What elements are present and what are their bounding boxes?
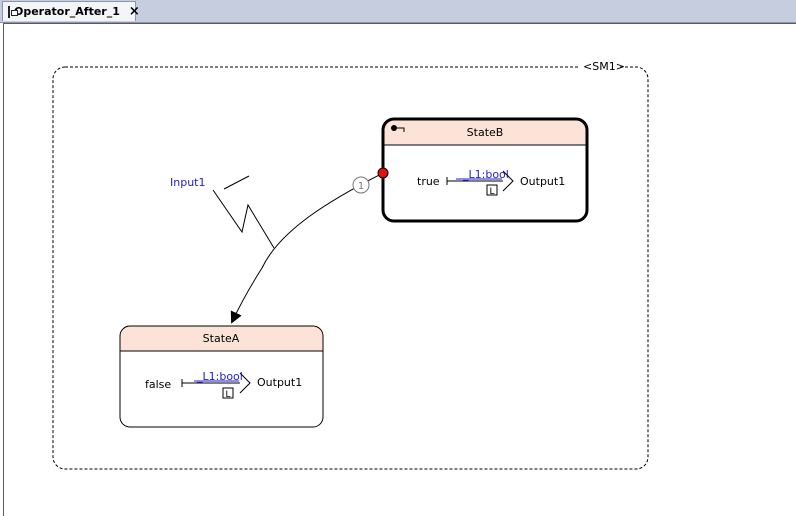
state-machine-label: <SM1> <box>583 60 625 73</box>
transition-b-to-a[interactable] <box>230 172 384 324</box>
state-a[interactable]: StateA false _L1:bool L Output1 <box>119 325 324 428</box>
state-a-local-flag: L <box>225 390 230 400</box>
tab-operator-after-1[interactable]: Operator_After_1 × <box>2 1 140 21</box>
tab-label: Operator_After_1 <box>14 5 120 18</box>
state-machine-sm1[interactable] <box>52 66 649 470</box>
state-b-output: Output1 <box>520 175 565 188</box>
transition-priority-value: 1 <box>358 181 364 192</box>
state-b-action-value: true <box>417 175 440 188</box>
condition-lightning-icon <box>212 189 275 249</box>
diagram-file-icon <box>8 5 18 18</box>
state-b[interactable]: StateB true _L1:bool L Output1 <box>381 117 589 223</box>
state-b-title: StateB <box>467 126 504 139</box>
transition-source-dot[interactable] <box>377 167 389 179</box>
state-a-local-var: _L1:bool <box>196 370 243 383</box>
state-a-title: StateA <box>203 332 240 345</box>
sm1-label-bg <box>580 59 620 73</box>
condition-dash <box>223 175 250 190</box>
input-label[interactable]: Input1 <box>170 176 205 189</box>
local-flag-box <box>486 184 498 196</box>
state-a-action-value: false <box>145 378 171 391</box>
tab-bar: Operator_After_1 × <box>0 0 796 23</box>
state-b-local-flag: L <box>489 187 494 197</box>
local-flag-box <box>222 387 234 399</box>
close-icon[interactable]: × <box>128 4 140 19</box>
state-b-local-var: _L1:bool <box>462 168 509 181</box>
state-a-output: Output1 <box>257 376 302 389</box>
diagram-canvas[interactable] <box>3 23 796 516</box>
initial-state-icon <box>391 125 405 132</box>
transition-priority-badge <box>352 176 370 194</box>
